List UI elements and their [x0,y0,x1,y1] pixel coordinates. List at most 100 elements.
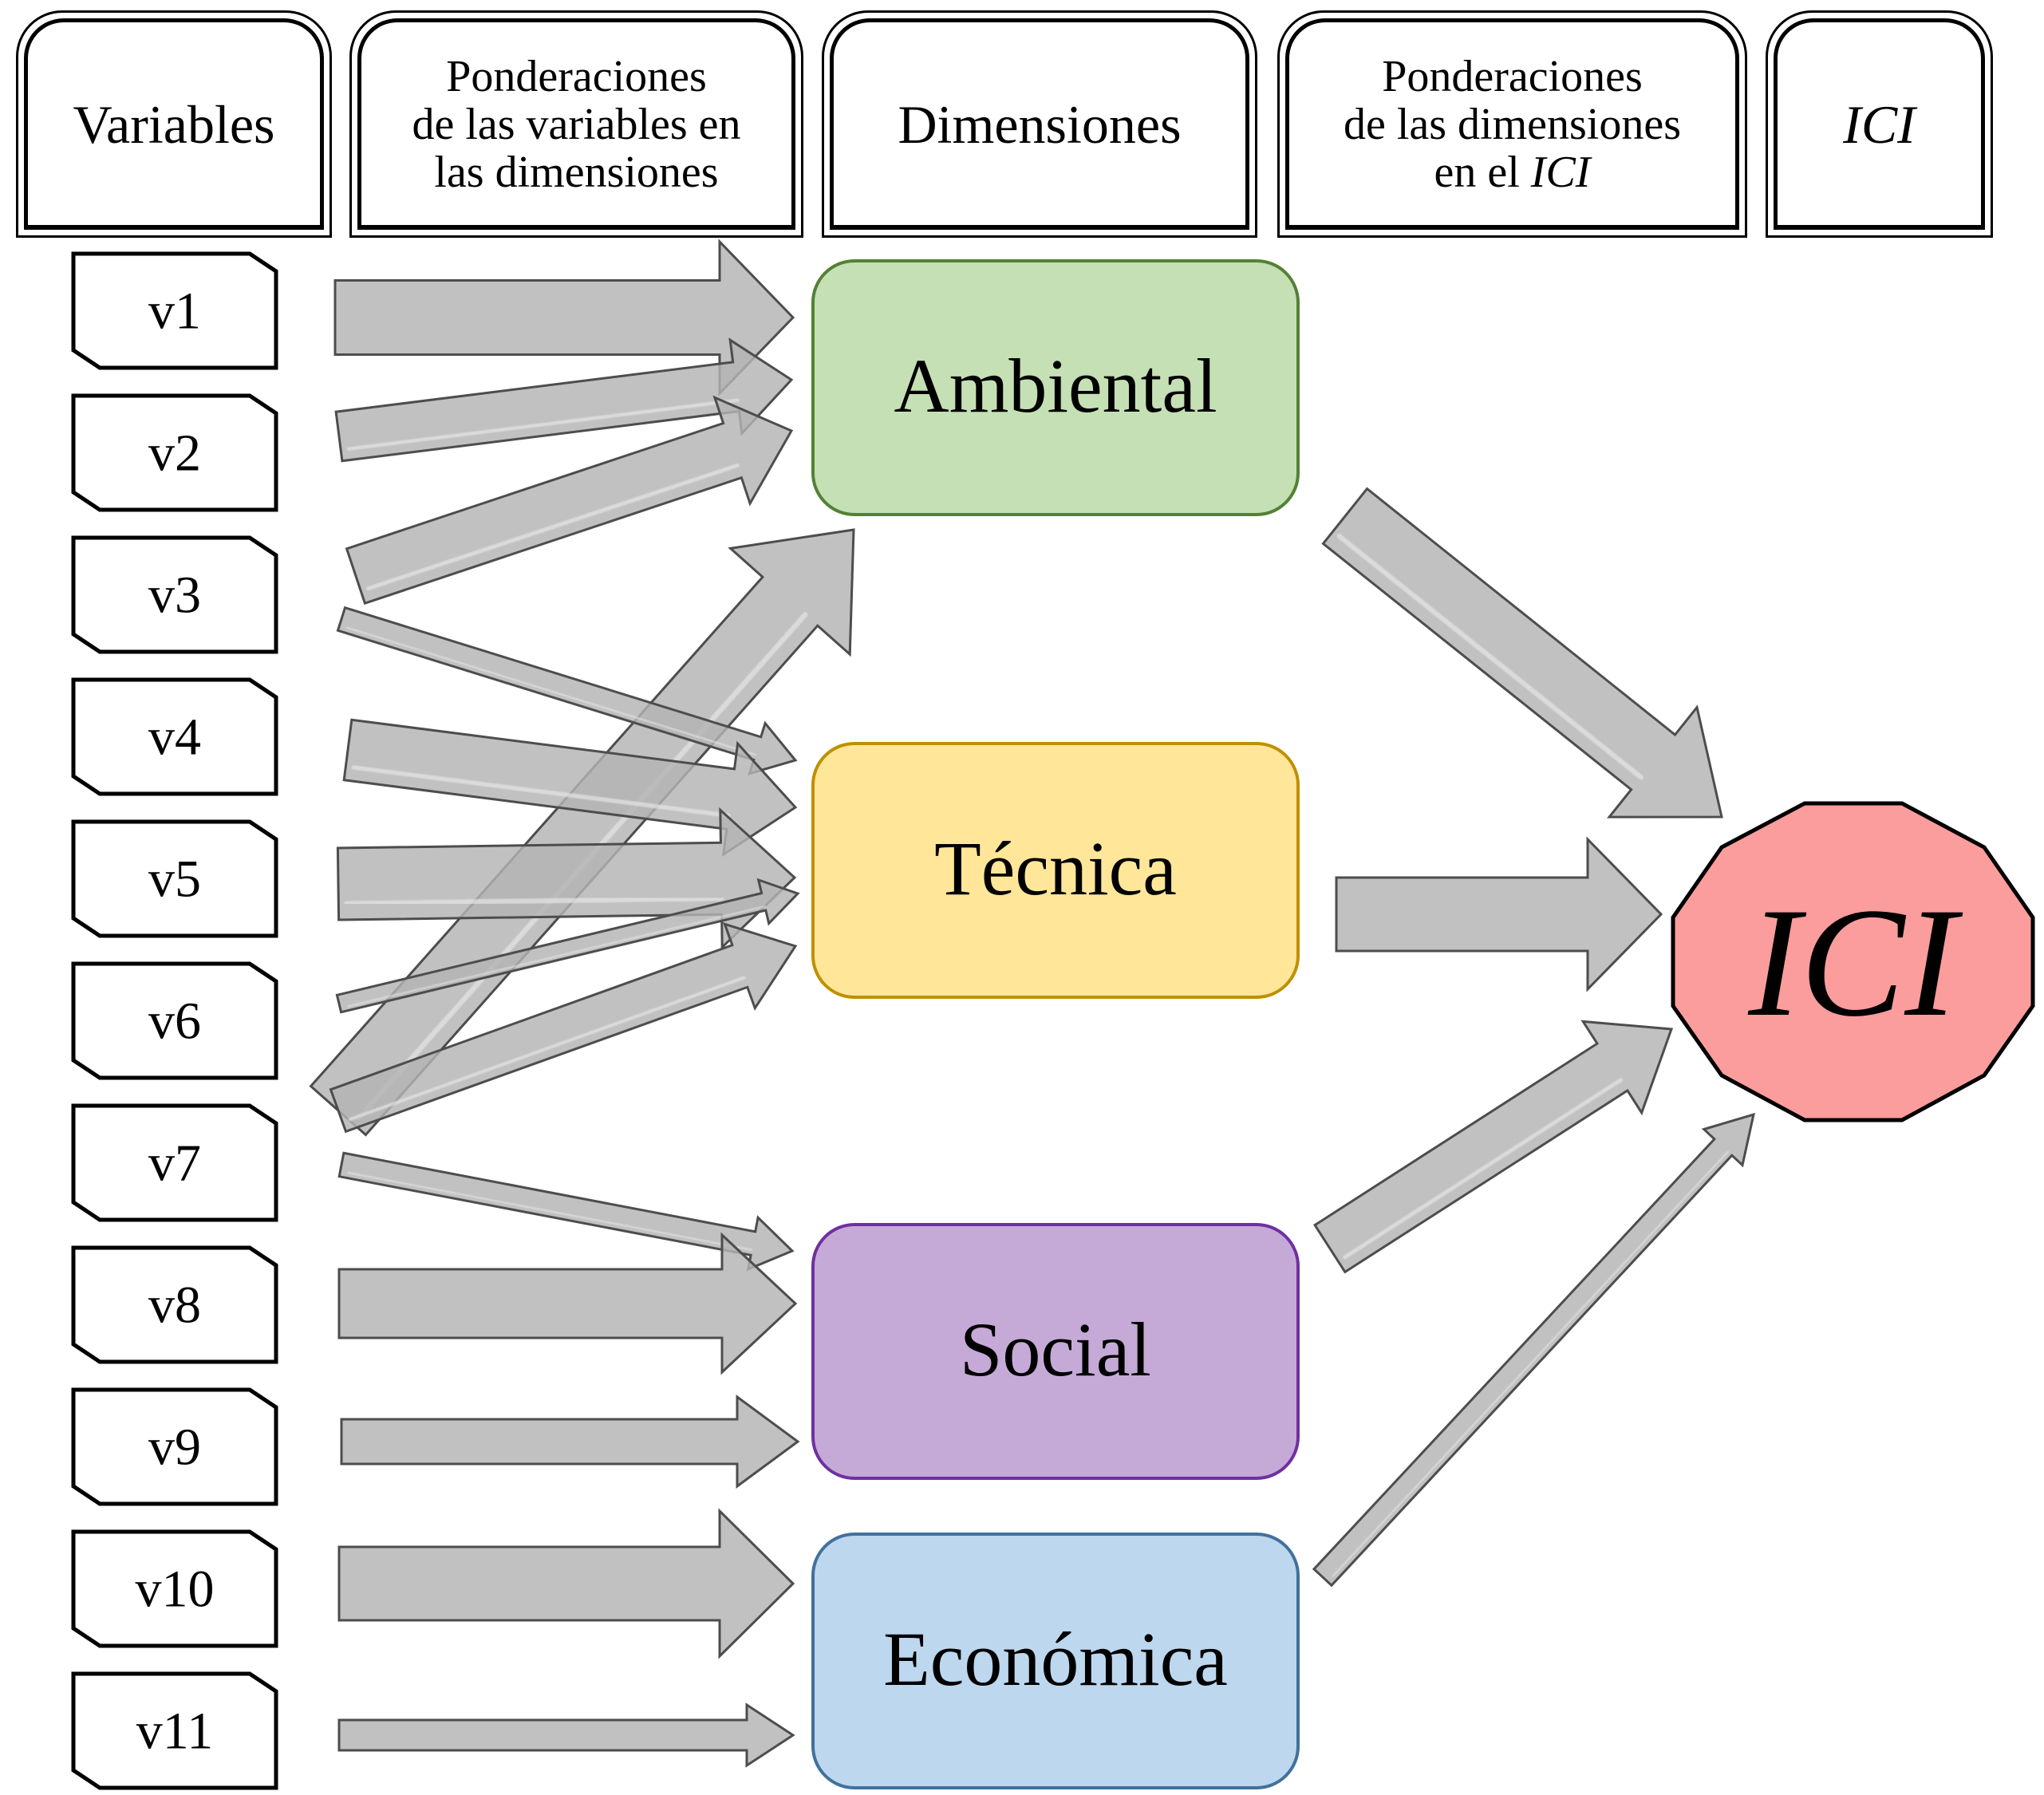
variable-label: v1 [148,282,201,341]
header-line: de las variables en [412,99,741,149]
variable-node-v1: v1 [71,251,278,370]
dimension-label: Técnica [934,826,1177,911]
arrow-body [337,1702,795,1768]
arrow-body [335,878,800,1014]
variable-box [71,1387,278,1506]
variable-box [71,1529,278,1648]
header-dimensions-label: Dimensiones [824,13,1255,235]
header-variable-weights: Ponderaciones de las variables en las di… [349,10,803,238]
variable-node-v9: v9 [71,1387,278,1506]
arrow-body [340,1395,800,1489]
header-line-italic: ICI [1843,93,1916,155]
header-dimension-weights-label: Ponderaciones de las dimensiones en el I… [1280,13,1745,235]
header-line: las dimensiones [434,147,719,197]
variable-box [71,251,278,370]
variable-node-v10: v10 [71,1529,278,1648]
variable-node-v5: v5 [71,819,278,938]
weight-arrows [309,239,1756,1768]
dimension-node-tecnica: Técnica [811,742,1300,999]
header-dimensions: Dimensiones [822,10,1257,238]
variable-label: v9 [148,1418,201,1477]
arrow-highlight [351,765,731,818]
dimension-box [811,1533,1300,1789]
ici-node: ICI [1671,801,2035,1122]
dimension-node-ambiental: Ambiental [811,259,1300,516]
arrow-highlight [347,1171,753,1251]
arrow-body [1335,836,1663,992]
variable-node-v2: v2 [71,393,278,512]
variable-box [71,1671,278,1790]
arrow-highlight [1343,1078,1623,1260]
variable-label: v2 [148,424,201,483]
dimension-label: Social [960,1307,1151,1392]
arrow-highlight [366,463,740,591]
header-line: Dimensiones [898,93,1182,155]
header-variables-label: Variables [18,13,329,235]
variable-box [71,535,278,654]
arrow-ambiental-to-ici [1321,487,1723,819]
arrow-highlight [346,626,756,756]
variable-node-v3: v3 [71,535,278,654]
variable-label: v4 [148,708,201,767]
header-ici-label: ICI [1768,13,1991,235]
header-dimension-weights: Ponderaciones de las dimensiones en el I… [1277,10,1747,238]
arrow-highlight [348,976,746,1122]
variable-label: v8 [148,1276,201,1335]
arrow-v7-to-tecnica [329,921,798,1134]
arrow-body [1321,487,1723,819]
variable-label: v3 [148,566,201,625]
ici-decagon [1671,801,2035,1122]
arrow-highlight [346,398,740,451]
variable-node-v11: v11 [71,1671,278,1790]
variable-box [71,393,278,512]
variable-node-v4: v4 [71,677,278,796]
arrow-body [337,1151,795,1272]
arrow-v11-to-economica [337,1702,795,1768]
arrow-body [345,395,794,606]
variable-box [71,819,278,938]
arrow-highlight [347,905,766,1008]
arrow-v8-to-social [337,1232,798,1375]
header-line: Ponderaciones [446,51,707,101]
arrow-social-to-ici [1313,1020,1674,1274]
arrow-body [337,1508,795,1659]
variable-box [71,1103,278,1222]
variable-label: v6 [148,992,201,1051]
dimension-box [811,742,1300,999]
header-ici: ICI [1766,10,1993,238]
variable-box [71,961,278,1080]
variable-box [71,1245,278,1364]
arrow-economica-to-ici [1312,1112,1756,1588]
arrow-highlight [1332,1150,1729,1577]
dimension-label: Económica [883,1616,1228,1702]
variable-node-v6: v6 [71,961,278,1080]
variable-node-v7: v7 [71,1103,278,1222]
arrow-v6-to-tecnica [335,878,800,1014]
variable-label: v10 [136,1560,215,1619]
ici-label: ICI [1747,876,1963,1049]
dimension-box [811,259,1300,516]
header-line: Variables [73,93,275,155]
arrow-v10-to-economica [337,1508,795,1659]
variable-label: v11 [136,1702,214,1761]
arrow-tecnica-to-ici [1335,836,1663,992]
header-line: en el [1434,147,1531,197]
dimension-node-social: Social [811,1223,1300,1480]
arrow-highlight [344,895,724,906]
arrow-v9-to-social [340,1395,800,1489]
dimension-node-economica: Económica [811,1533,1300,1789]
arrow-body [329,921,798,1134]
arrow-body [337,1232,798,1375]
header-variable-weights-label: Ponderaciones de las variables en las di… [352,13,801,235]
arrow-v7-to-social [337,1151,795,1272]
header-line: Ponderaciones [1382,51,1643,101]
arrow-v1-to-ambiental [333,239,795,396]
variable-label: v5 [148,850,201,909]
dimension-label: Ambiental [894,343,1217,428]
dimension-box [811,1223,1300,1480]
arrow-body [333,239,795,396]
variable-box [71,677,278,796]
arrow-body [1312,1112,1756,1588]
